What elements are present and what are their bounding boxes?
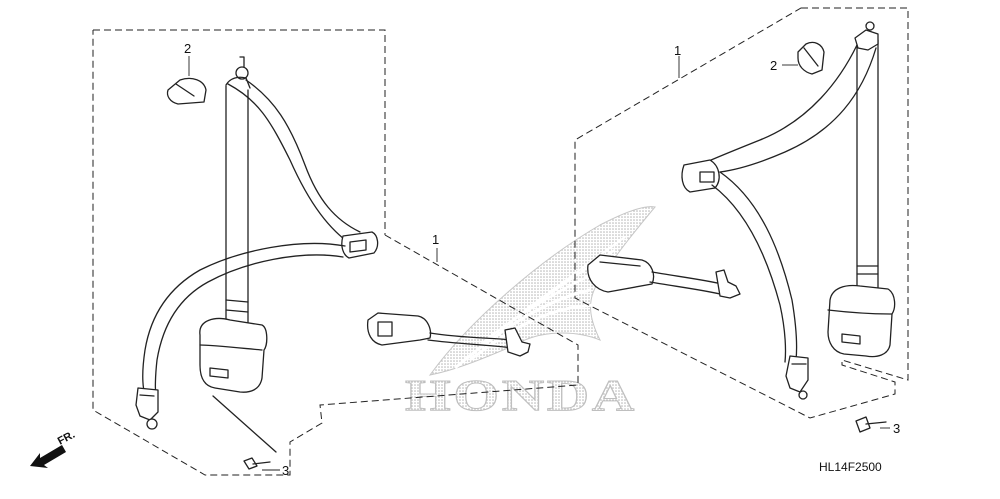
honda-wordmark: HONDA — [405, 371, 637, 420]
callout-left-retractor-cover: 2 — [184, 41, 191, 56]
left-bolt — [212, 395, 280, 471]
callout-right-assembly: 1 — [674, 43, 681, 58]
front-direction-arrow-icon — [30, 445, 66, 468]
left-retractor-cover — [166, 77, 207, 105]
left-seat-belt-assembly — [92, 29, 579, 476]
right-buckle — [587, 254, 741, 299]
front-label: FR. — [56, 429, 77, 448]
right-bolt — [855, 416, 890, 433]
honda-wing-logo — [428, 206, 656, 376]
callout-left-bolt: 3 — [282, 463, 289, 478]
right-seat-belt-assembly — [574, 7, 909, 419]
diagram-code: HL14F2500 — [819, 460, 882, 474]
right-retractor-cover — [797, 41, 825, 75]
callout-right-retractor-cover: 2 — [770, 58, 777, 73]
callout-right-bolt: 3 — [893, 421, 900, 436]
callout-center-buckle: 1 — [432, 232, 439, 247]
center-buckle — [366, 312, 531, 357]
